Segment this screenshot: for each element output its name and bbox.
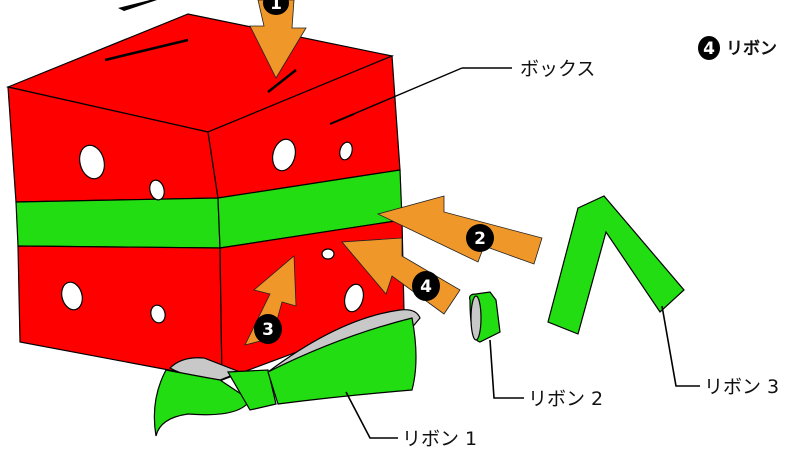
step-badge-4: 4 [412,271,440,301]
hole [343,283,365,313]
step-badge-2: 2 [466,224,494,252]
ribbon-band-left [15,197,221,249]
label-ribbon-1: リボン 1 [402,428,477,450]
step-badge-3: 3 [254,314,282,344]
box [5,13,405,381]
ribbon-2-piece [469,291,501,343]
svg-text:4: 4 [703,39,715,59]
svg-text:1: 1 [270,0,282,14]
ribbon-1-bow [153,309,421,437]
hole [61,281,83,311]
svg-text:2: 2 [474,229,486,249]
leader-ribbon-3 [661,305,700,387]
ribbon-3-strip [547,195,685,335]
label-ribbon-3: リボン 3 [704,376,779,398]
step-4-title: リボン [726,39,777,59]
leader-box-tip [329,67,463,125]
svg-text:4: 4 [420,277,432,297]
hole [149,179,165,201]
top-slot-left [104,38,189,62]
label-box: ボックス [520,58,595,80]
label-ribbon-2: リボン 2 [528,388,603,410]
hole [79,144,105,180]
step-badge-1: 1 [263,0,289,15]
leader-ribbon-1 [345,391,398,439]
hole [271,138,297,172]
step-4-heading: 4 リボン [698,36,777,60]
hole [321,248,335,260]
leader-ribbon-2 [489,339,524,399]
hole [339,141,353,161]
arrow-step-2 [376,195,543,265]
hole [150,304,166,324]
top-slot-right [267,69,297,93]
offscreen-arrow-fragment [118,0,157,11]
arrow-step-1 [249,0,307,79]
svg-text:3: 3 [262,320,274,340]
